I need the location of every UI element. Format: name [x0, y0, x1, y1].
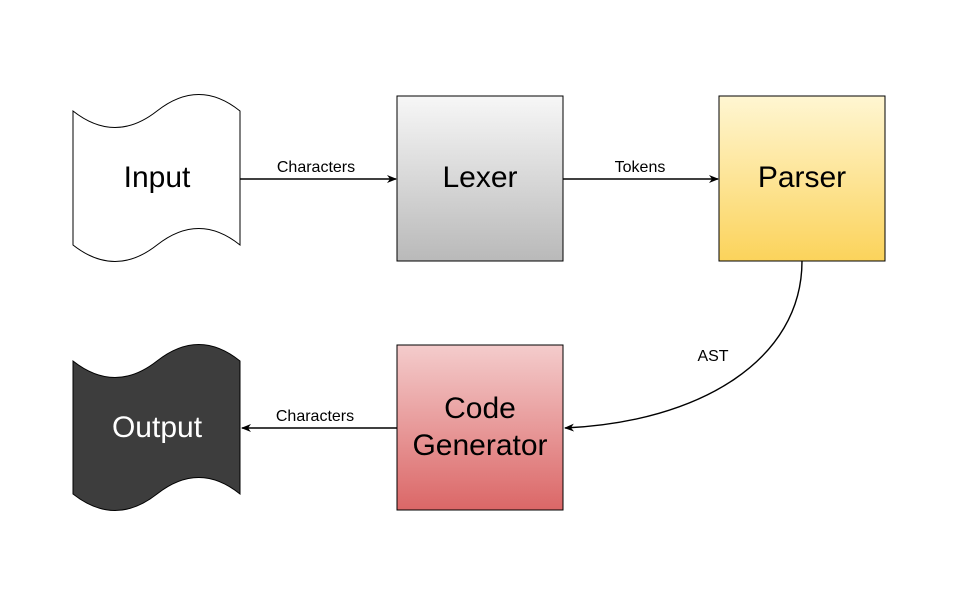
input-tape-shape: [72, 94, 241, 262]
output-node: Output: [72, 344, 241, 511]
code-generator-node: Code Generator: [396, 344, 564, 511]
input-label: Input: [124, 161, 191, 194]
lexer-box: [396, 95, 564, 262]
code-generator-label-line1: Code: [444, 392, 516, 425]
edge-code-generator-to-output-label: Characters: [276, 408, 354, 425]
edge-code-generator-to-output: Characters: [241, 408, 397, 432]
code-generator-label-line2: Generator: [412, 429, 547, 462]
input-node: Input: [72, 94, 241, 262]
parser-label: Parser: [758, 161, 846, 194]
edge-parser-to-code-generator-curve: [564, 260, 803, 432]
edge-input-to-lexer-label: Characters: [277, 159, 355, 176]
edge-parser-to-code-generator: AST: [564, 260, 803, 432]
edge-lexer-to-parser-label: Tokens: [615, 159, 666, 176]
parser-node: Parser: [718, 95, 886, 262]
edge-lexer-to-parser: Tokens: [563, 159, 719, 183]
lexer-label: Lexer: [442, 161, 517, 194]
code-generator-box: [396, 344, 564, 511]
lexer-node: Lexer: [396, 95, 564, 262]
edge-parser-to-code-generator-label: AST: [697, 348, 728, 365]
edge-input-to-lexer: Characters: [240, 159, 397, 183]
output-label: Output: [112, 411, 203, 444]
output-tape-shape: [72, 344, 241, 511]
